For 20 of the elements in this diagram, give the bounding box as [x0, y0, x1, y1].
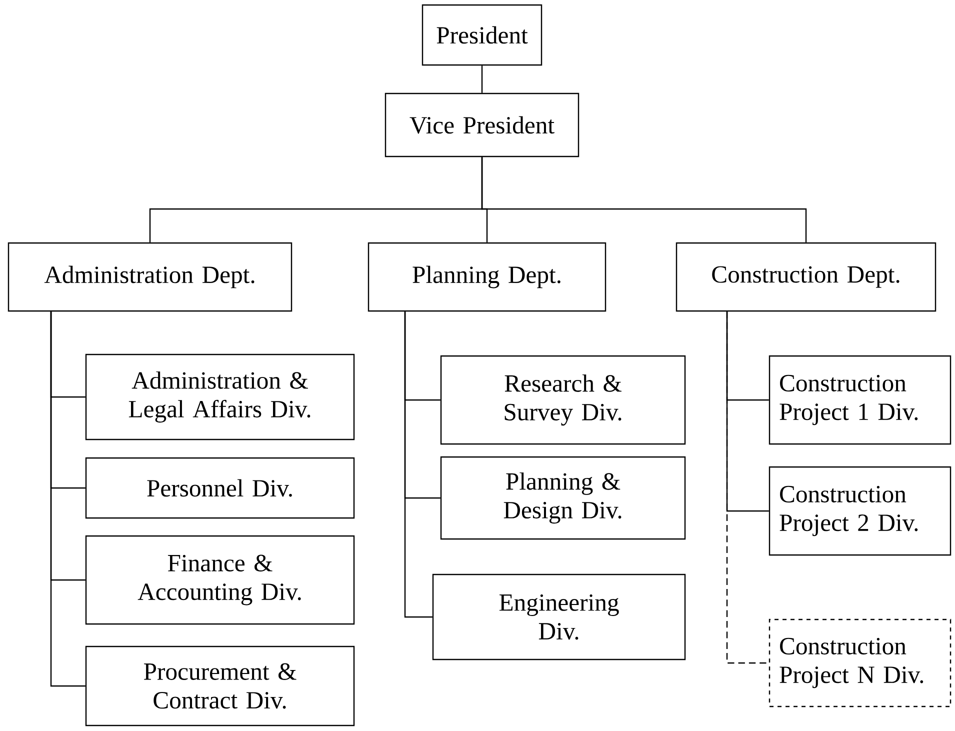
connector-line — [50, 312, 86, 687]
division-box: Construction Project 1 Div. — [768, 355, 952, 445]
division-box: Construction Project N Div. — [768, 618, 952, 708]
title-box: Vice President — [384, 92, 580, 158]
department-box: Planning Dept. — [368, 242, 606, 312]
department-box: Construction Dept. — [676, 242, 936, 312]
division-box: Finance & Accounting Div. — [85, 535, 355, 625]
division-box: Procurement & Contract Div. — [85, 646, 355, 726]
title-box: President — [422, 4, 542, 66]
division-box: Planning & Design Div. — [440, 456, 686, 540]
connector-line — [726, 312, 769, 664]
division-box: Personnel Div. — [85, 457, 355, 519]
division-box: Administration & Legal Affairs Div. — [85, 354, 355, 440]
division-box: Engineering Div. — [432, 574, 686, 660]
connector-line — [481, 157, 807, 242]
division-box: Construction Project 2 Div. — [768, 466, 952, 556]
connector-line — [404, 312, 432, 618]
division-box: Research & Survey Div. — [440, 355, 686, 445]
connector-line — [481, 66, 483, 93]
department-box: Administration Dept. — [8, 242, 292, 312]
